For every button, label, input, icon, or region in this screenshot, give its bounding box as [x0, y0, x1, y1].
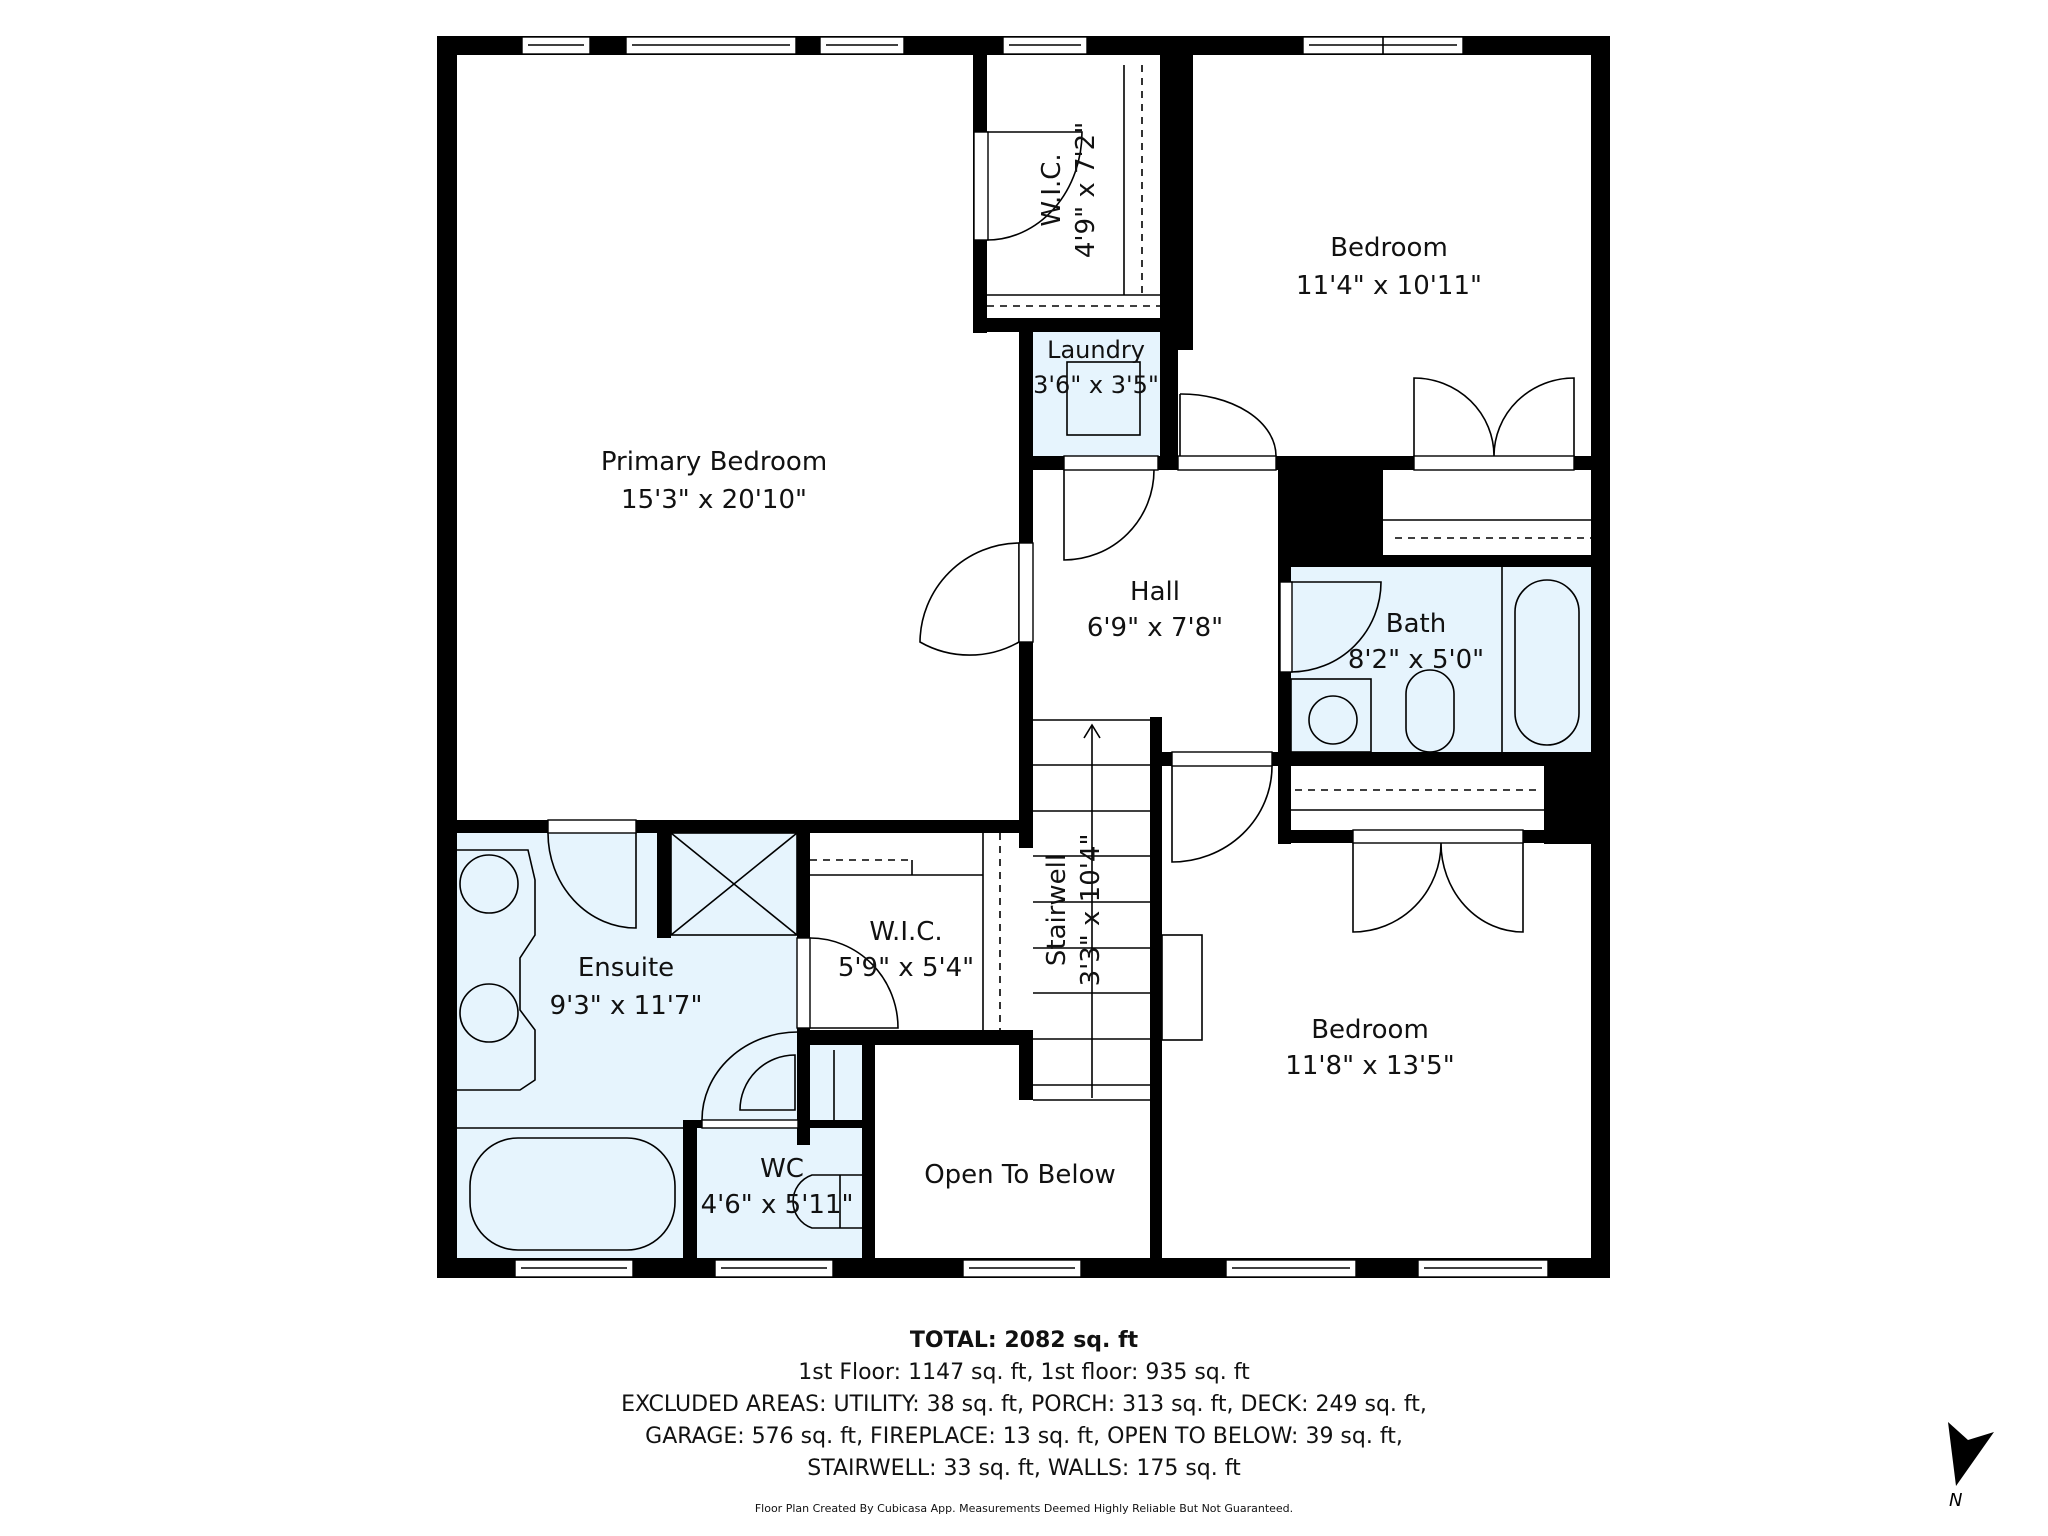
excluded-areas-line-3: STAIRWELL: 33 sq. ft, WALLS: 175 sq. ft [807, 1456, 1241, 1481]
north-label: N [1949, 1490, 1963, 1511]
wic-lower-dims: 5'9" x 5'4" [838, 953, 974, 983]
wic-upper-dims: 4'9" x 7'2" [1071, 122, 1101, 258]
laundry-name: Laundry [1047, 336, 1145, 364]
stairwell-dims: 3'3" x 10'4" [1076, 834, 1106, 987]
excluded-areas-line-2: GARAGE: 576 sq. ft, FIREPLACE: 13 sq. ft… [645, 1424, 1403, 1449]
wet-areas [457, 332, 1591, 1258]
wic-lower-name: W.I.C. [869, 917, 942, 947]
primary-bedroom-name: Primary Bedroom [601, 447, 827, 477]
bedroom-lower-name: Bedroom [1311, 1015, 1429, 1045]
ensuite-dims: 9'3" x 11'7" [550, 991, 703, 1021]
bath-dims: 8'2" x 5'0" [1348, 645, 1484, 675]
total-area: TOTAL: 2082 sq. ft [909, 1328, 1139, 1353]
north-arrow-icon [1948, 1422, 1994, 1486]
ensuite-fill [457, 833, 797, 1128]
hall-name: Hall [1130, 577, 1180, 607]
excluded-areas-line-1: EXCLUDED AREAS: UTILITY: 38 sq. ft, PORC… [621, 1392, 1427, 1417]
windows [514, 36, 1549, 1278]
wc-fill [697, 1128, 862, 1258]
laundry-dims: 3'6" x 3'5" [1033, 371, 1159, 399]
tub-area-fill [457, 1128, 683, 1258]
credit-disclaimer: Floor Plan Created By Cubicasa App. Meas… [754, 1502, 1294, 1515]
primary-bedroom-dims: 15'3" x 20'10" [621, 485, 807, 515]
bath-fill [1291, 567, 1591, 752]
ensuite-name: Ensuite [578, 953, 674, 983]
linen-fill [808, 1045, 862, 1120]
bedroom-upper-name: Bedroom [1330, 233, 1448, 263]
wic-upper-name: W.I.C. [1037, 153, 1067, 226]
hall-dims: 6'9" x 7'8" [1087, 613, 1223, 643]
room-labels: Primary Bedroom 15'3" x 20'10" W.I.C. 4'… [550, 122, 1485, 1220]
bath-name: Bath [1386, 609, 1446, 639]
bedroom-upper-dims: 11'4" x 10'11" [1296, 271, 1482, 301]
bedroom-lower-dims: 11'8" x 13'5" [1285, 1051, 1454, 1081]
wc-dims: 4'6" x 5'11" [701, 1190, 854, 1220]
floor-areas: 1st Floor: 1147 sq. ft, 1st floor: 935 s… [798, 1360, 1250, 1385]
stairs [1033, 719, 1150, 1101]
open-to-below-label: Open To Below [924, 1160, 1116, 1190]
stairwell-name: Stairwell [1042, 854, 1072, 966]
fixtures [457, 65, 1591, 1251]
wc-name: WC [760, 1154, 804, 1184]
